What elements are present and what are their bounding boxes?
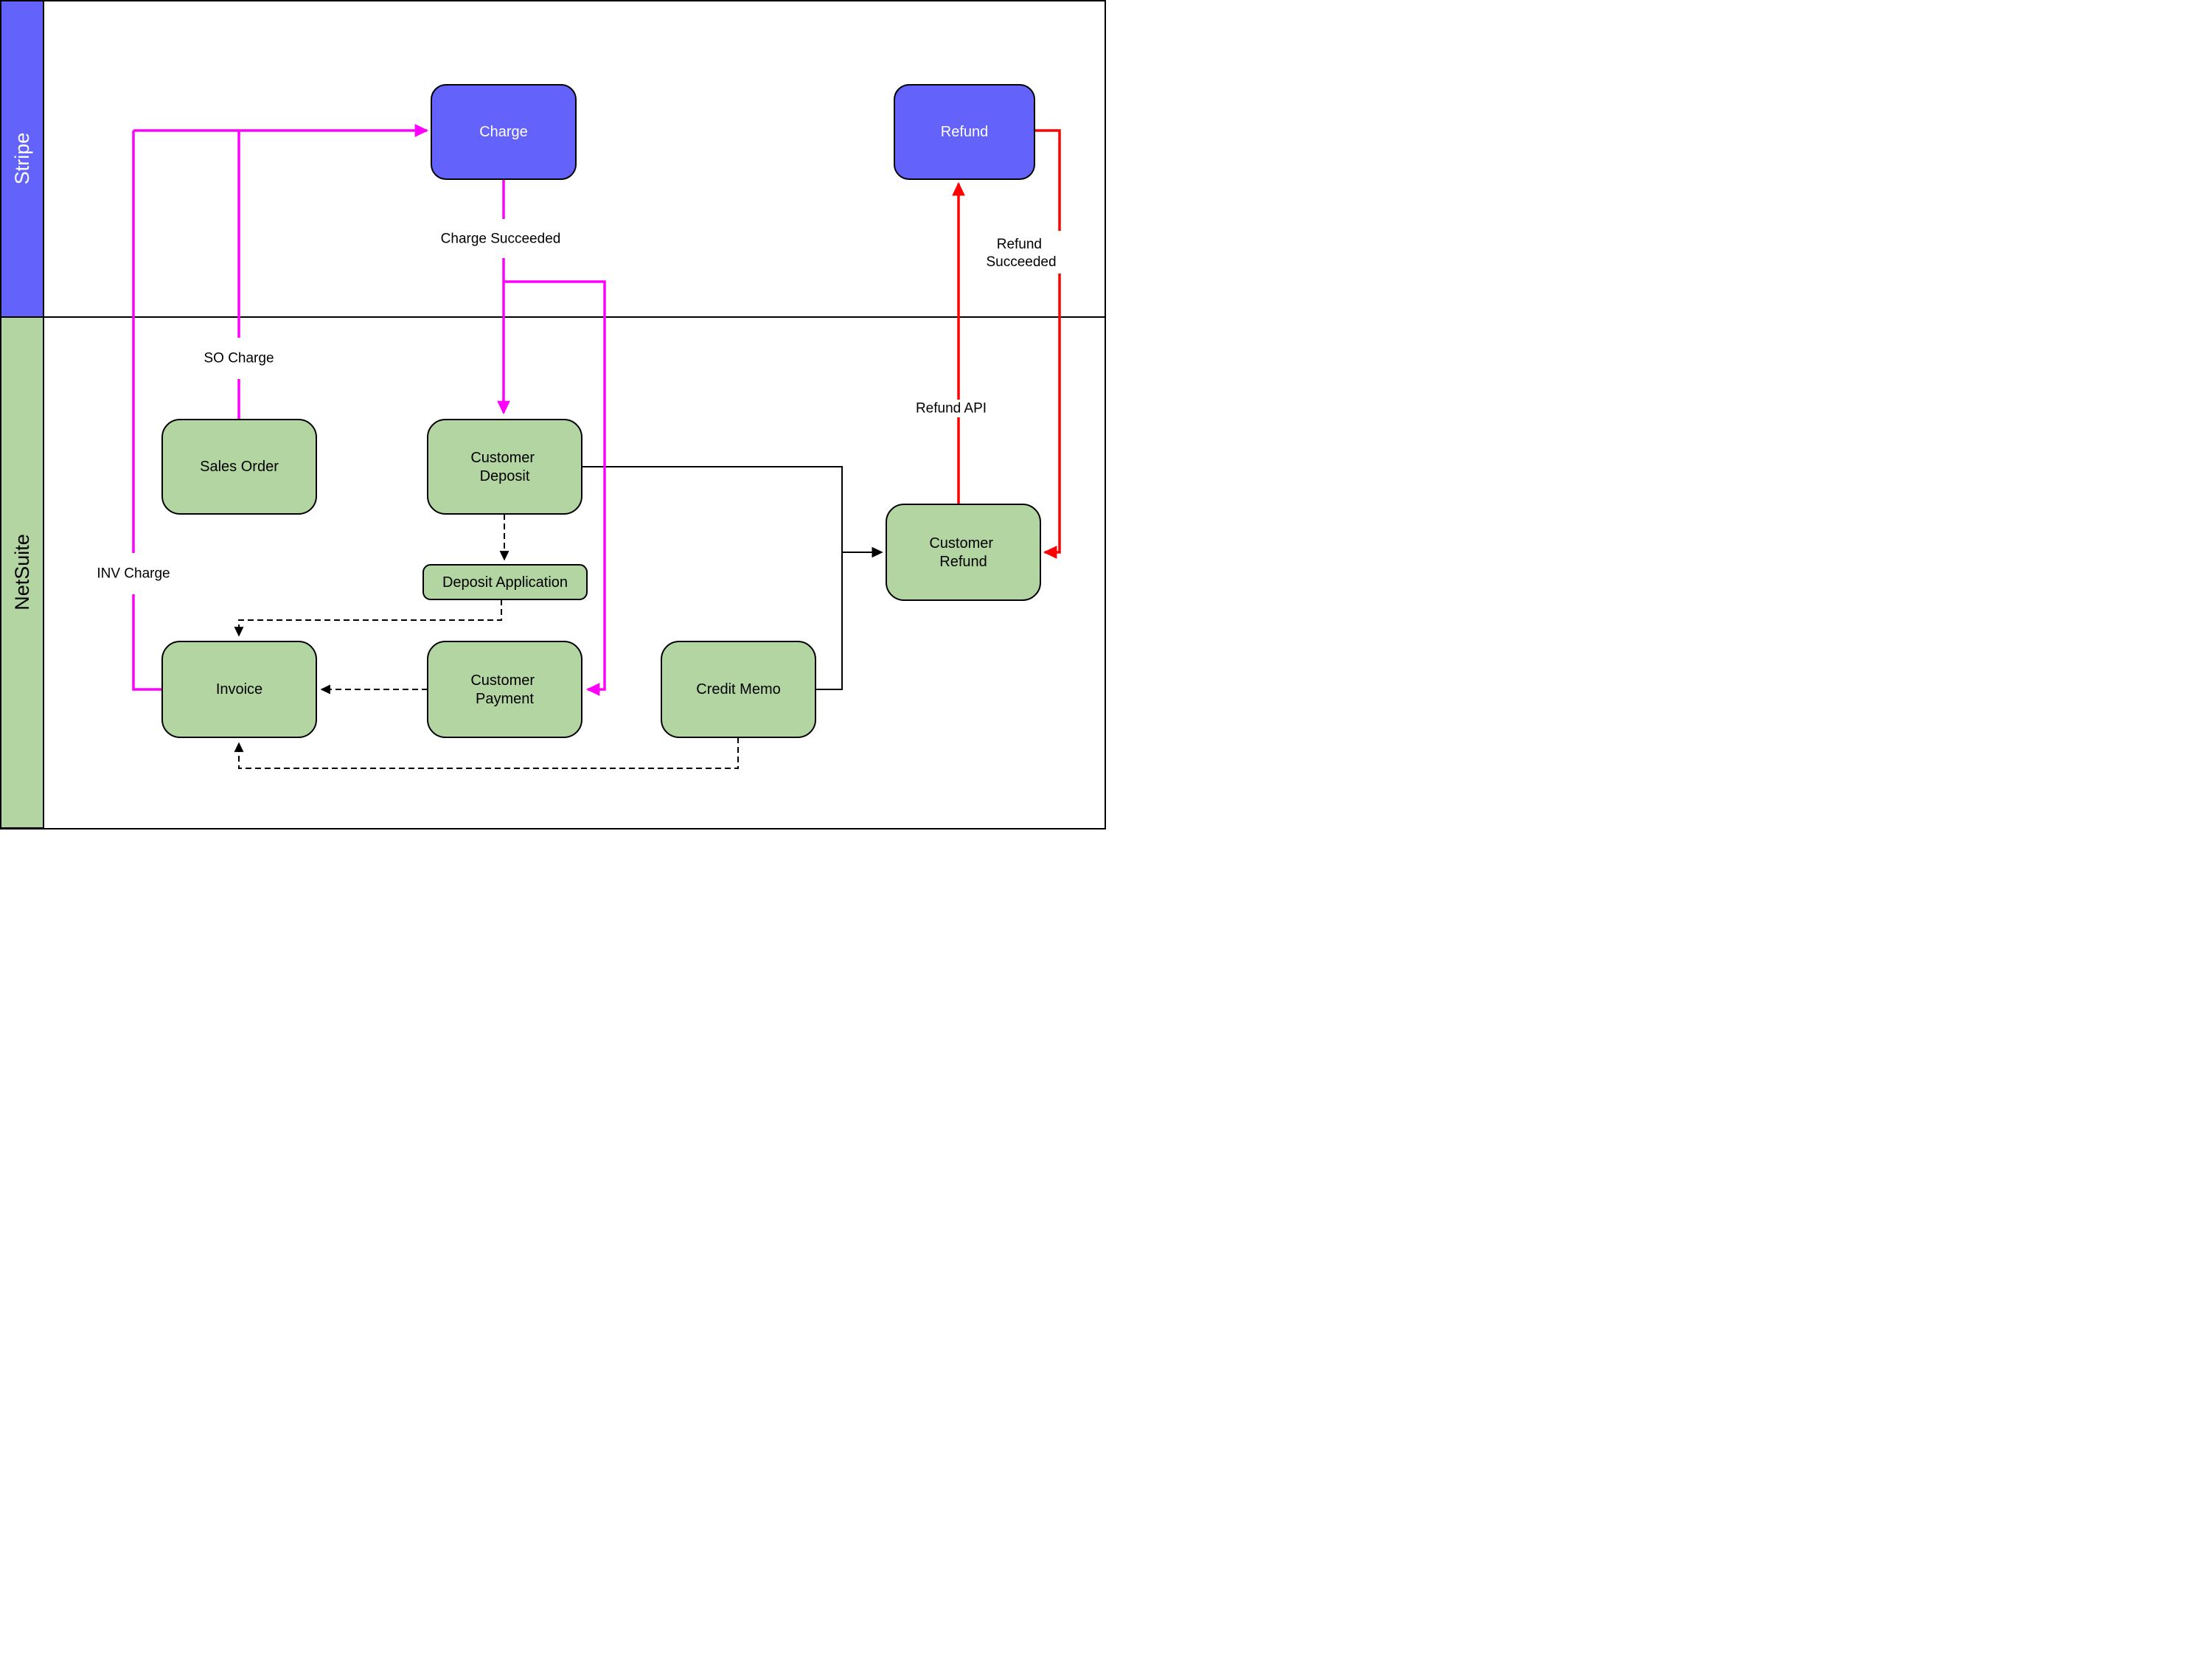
- edge-label-refund-succeeded: Refund Succeeded: [986, 237, 1056, 270]
- node-refund-box: [894, 84, 1035, 180]
- edge-label-inv-charge: INV Charge: [97, 566, 170, 582]
- node-customer-deposit-label: Customer Deposit: [470, 450, 538, 484]
- lane-stripe: Stripe: [0, 0, 44, 318]
- node-charge: Charge: [431, 84, 577, 180]
- node-deposit-application-label: Deposit Application: [442, 574, 568, 591]
- edge-label-so-charge: SO Charge: [204, 351, 274, 366]
- lane-stripe-label: Stripe: [11, 133, 33, 185]
- node-charge-box: [431, 84, 577, 180]
- edge-inv-charge-line: [132, 131, 162, 691]
- node-customer-payment-box: [427, 641, 582, 738]
- node-customer-payment: Customer Payment: [427, 641, 582, 738]
- node-invoice-label: Invoice: [216, 681, 262, 698]
- node-customer-payment-label-line2: Payment: [476, 691, 534, 707]
- node-customer-deposit: Customer Deposit: [427, 419, 582, 515]
- edge-label-charge-succeeded: Charge Succeeded: [441, 232, 561, 247]
- edge-label-refund-succeeded-line2: Succeeded: [986, 254, 1056, 270]
- node-customer-deposit-label-line2: Deposit: [480, 468, 530, 484]
- edge-label-refund-succeeded-line1: Refund: [997, 237, 1042, 252]
- swimlane-diagram-page: Stripe NetSuite Charge Refund Sales Orde…: [0, 0, 1106, 830]
- node-customer-refund-label: Customer Refund: [929, 535, 997, 570]
- node-sales-order-box: [161, 419, 317, 515]
- node-credit-memo: Credit Memo: [661, 641, 816, 738]
- node-customer-refund: Customer Refund: [886, 504, 1041, 601]
- node-sales-order: Sales Order: [161, 419, 317, 515]
- edge-credit-memo-to-invoice: [234, 737, 739, 769]
- node-invoice-box: [161, 641, 317, 738]
- node-deposit-application: Deposit Application: [422, 564, 588, 600]
- node-credit-memo-box: [661, 641, 816, 738]
- node-invoice: Invoice: [161, 641, 317, 738]
- edge-label-refund-api: Refund API: [916, 401, 987, 417]
- edge-deposit-creditmemo-junction: [582, 466, 843, 690]
- lane-netsuite: NetSuite: [0, 316, 44, 829]
- node-credit-memo-label: Credit Memo: [696, 681, 780, 698]
- node-refund: Refund: [894, 84, 1035, 180]
- flow-diagram: Stripe NetSuite Charge Refund Sales Orde…: [0, 0, 1106, 830]
- node-customer-refund-label-line2: Refund: [939, 554, 987, 570]
- node-charge-label: Charge: [479, 124, 528, 140]
- edge-deposit-application-to-invoice: [234, 599, 502, 637]
- node-deposit-application-box: [422, 564, 588, 600]
- edge-charge-succeeded-to-payment: [504, 280, 606, 696]
- node-customer-payment-label: Customer Payment: [470, 672, 538, 707]
- node-customer-payment-label-line1: Customer: [470, 672, 535, 689]
- node-refund-label: Refund: [941, 124, 989, 140]
- node-customer-deposit-label-line1: Customer: [470, 450, 535, 466]
- node-customer-deposit-box: [427, 419, 582, 515]
- node-sales-order-label: Sales Order: [200, 459, 279, 475]
- edge-refund-succeeded-line: [1034, 129, 1061, 552]
- node-customer-refund-box: [886, 504, 1041, 601]
- lane-netsuite-band: [0, 316, 44, 829]
- node-customer-refund-label-line1: Customer: [929, 535, 993, 552]
- lane-netsuite-label: NetSuite: [11, 534, 33, 611]
